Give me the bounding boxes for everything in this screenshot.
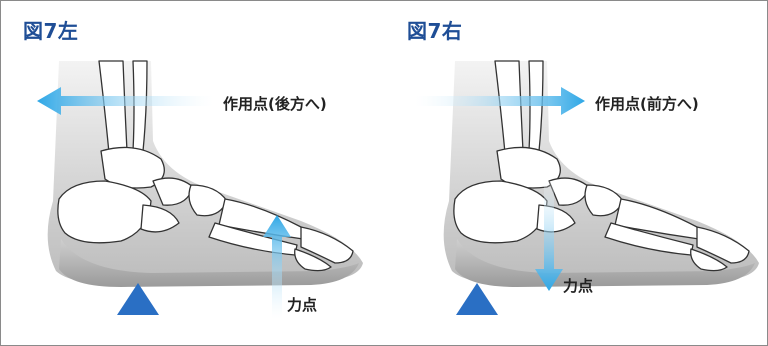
- force-point-label-right: 力点: [563, 275, 593, 296]
- foot-diagram-left: [1, 1, 384, 345]
- fulcrum-triangle-left: [117, 283, 159, 315]
- fulcrum-triangle-right: [456, 283, 498, 315]
- force-point-label-left: 力点: [287, 294, 317, 315]
- panel-right: 図7右: [385, 1, 768, 345]
- panel-left: 図7左: [1, 1, 384, 345]
- action-point-label-left: 作用点(後方へ): [223, 93, 327, 114]
- action-point-label-right: 作用点(前方へ): [595, 93, 699, 114]
